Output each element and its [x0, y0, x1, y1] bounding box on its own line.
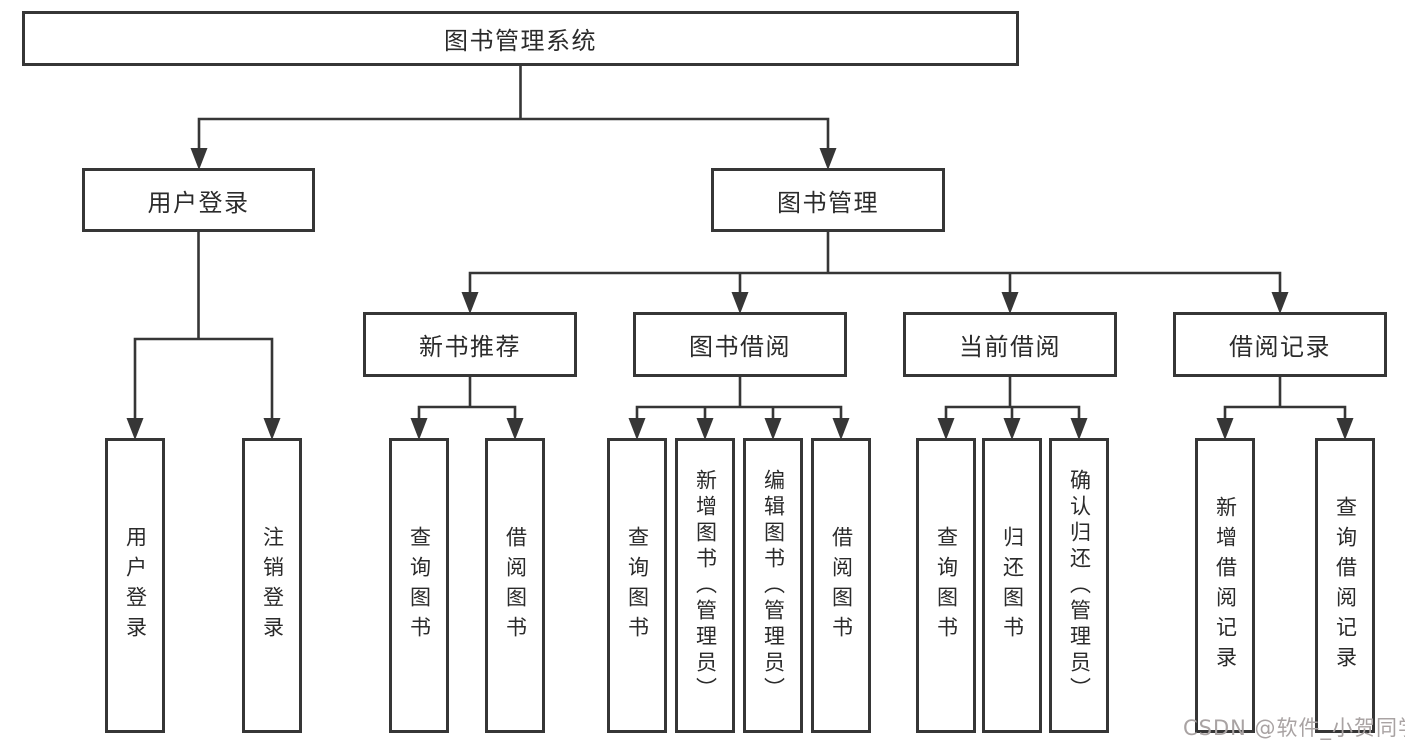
node-label: 编辑图书（管理员） — [761, 468, 786, 703]
leaf-user-login: 用户登录 — [105, 438, 165, 733]
node-current-borrowing: 当前借阅 — [903, 312, 1117, 377]
leaf-confirm-return-admin: 确认归还（管理员） — [1049, 438, 1109, 733]
leaf-edit-books-admin: 编辑图书（管理员） — [743, 438, 803, 733]
leaf-query-borrow-record: 查询借阅记录 — [1315, 438, 1375, 733]
connector-lines — [133, 64, 1347, 420]
node-label: 归还图书 — [1000, 525, 1025, 646]
node-label: 当前借阅 — [959, 333, 1061, 361]
node-label: 注销登录 — [260, 525, 285, 646]
arrowheads — [126, 148, 1354, 440]
node-label: 查询图书 — [934, 525, 959, 646]
node-label: 图书管理 — [777, 188, 879, 217]
leaf-query-books-current: 查询图书 — [916, 438, 976, 733]
leaf-return-books: 归还图书 — [982, 438, 1042, 733]
node-label: 新增借阅记录 — [1213, 495, 1238, 676]
node-book-borrowing: 图书借阅 — [633, 312, 847, 377]
node-label: 用户登录 — [123, 525, 148, 646]
node-label: 借阅图书 — [829, 525, 854, 646]
node-label: 新书推荐 — [419, 333, 521, 361]
leaf-add-books-admin: 新增图书（管理员） — [675, 438, 735, 733]
node-label: 查询图书 — [407, 525, 432, 646]
leaf-borrow-books-recommend: 借阅图书 — [485, 438, 545, 733]
node-label: 查询图书 — [625, 525, 650, 646]
node-new-book-recommend: 新书推荐 — [363, 312, 577, 377]
node-label: 查询借阅记录 — [1333, 495, 1358, 676]
leaf-add-borrow-record: 新增借阅记录 — [1195, 438, 1255, 733]
watermark: CSDN @软件_小贺同学 — [1183, 716, 1405, 740]
node-label: 图书借阅 — [689, 333, 791, 361]
node-root: 图书管理系统 — [22, 11, 1019, 66]
node-user-login: 用户登录 — [82, 168, 315, 232]
leaf-query-books-recommend: 查询图书 — [389, 438, 449, 733]
leaf-logout: 注销登录 — [242, 438, 302, 733]
node-book-management: 图书管理 — [711, 168, 945, 232]
node-borrowing-records: 借阅记录 — [1173, 312, 1387, 377]
node-label: 确认归还（管理员） — [1067, 468, 1092, 703]
node-label: 新增图书（管理员） — [693, 468, 718, 703]
node-label: 借阅图书 — [503, 525, 528, 646]
node-label: 借阅记录 — [1229, 333, 1331, 361]
node-label: 用户登录 — [147, 188, 250, 217]
node-label: 图书管理系统 — [444, 27, 597, 55]
leaf-query-books-borrowing: 查询图书 — [607, 438, 667, 733]
leaf-borrow-books-borrowing: 借阅图书 — [811, 438, 871, 733]
